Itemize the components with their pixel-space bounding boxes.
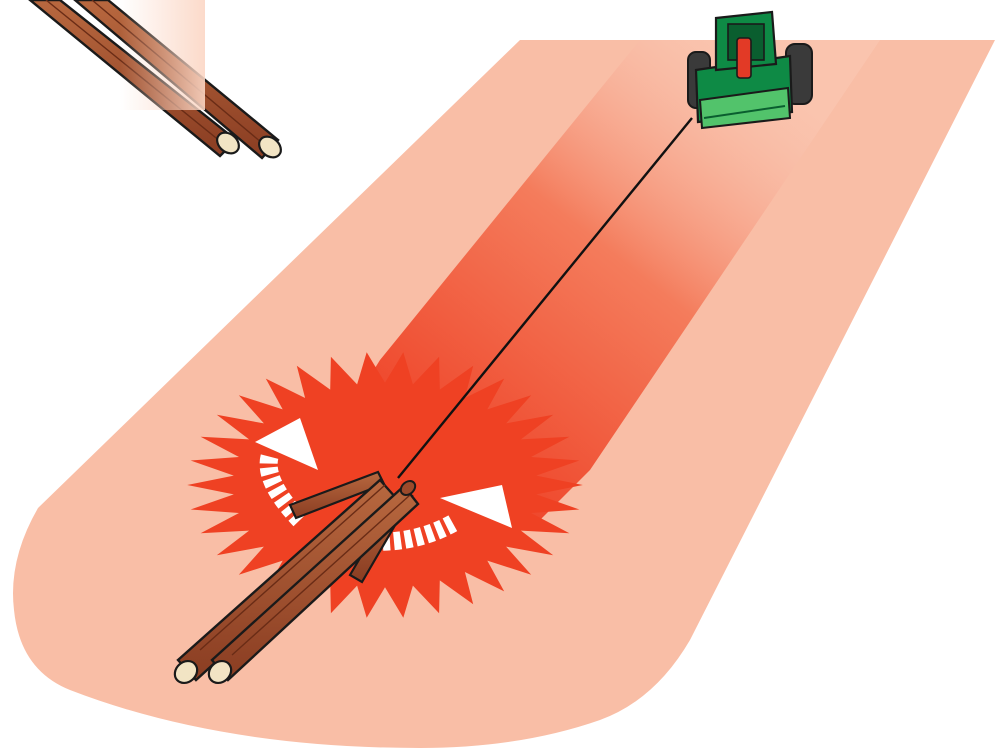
log-bundle-icon	[30, 0, 285, 162]
